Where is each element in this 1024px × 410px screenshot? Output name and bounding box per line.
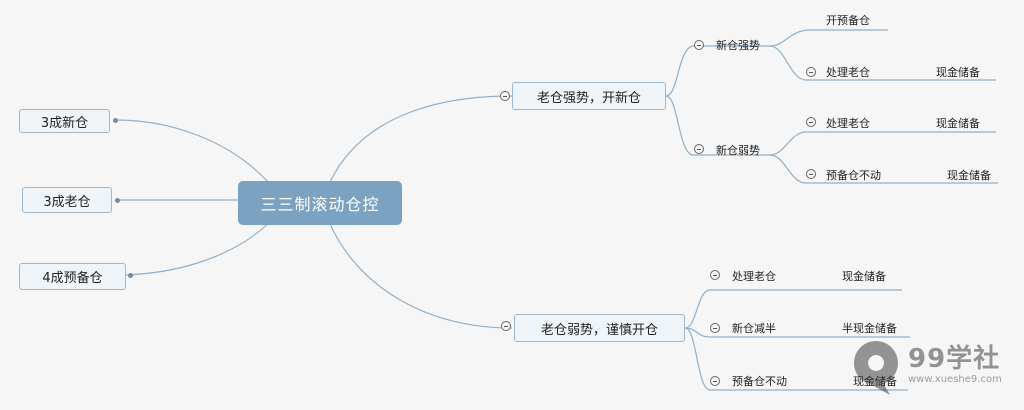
collapse-toggle-icon[interactable] <box>500 91 510 101</box>
collapse-toggle-icon[interactable] <box>806 67 816 77</box>
connector-newstrong-handle <box>769 45 996 81</box>
connector-root-new <box>115 119 271 185</box>
label-handle-old[interactable]: 处理老仓 <box>732 270 776 283</box>
collapse-toggle-icon[interactable] <box>501 321 511 331</box>
node-old-strong[interactable]: 老仓强势，开新仓 <box>512 82 666 110</box>
connector-weak-reserve <box>684 327 908 391</box>
connector-root-strong <box>329 95 513 183</box>
connector-dot <box>115 198 120 203</box>
label-handle-old[interactable]: 处理老仓 <box>826 117 870 130</box>
label-reserve-hold[interactable]: 预备仓不动 <box>826 169 881 182</box>
label-reserve-hold[interactable]: 预备仓不动 <box>732 375 787 388</box>
logo-icon <box>853 341 898 395</box>
node-old-weak[interactable]: 老仓弱势，谨慎开仓 <box>514 314 685 342</box>
label-cash-reserve[interactable]: 现金储备 <box>936 117 980 130</box>
node-reserve-position[interactable]: 4成预备仓 <box>19 263 126 290</box>
collapse-toggle-icon[interactable] <box>806 117 816 127</box>
connector-root-reserve <box>115 221 271 276</box>
connector-dot <box>113 118 118 123</box>
collapse-toggle-icon[interactable] <box>710 323 720 333</box>
watermark-brand: 99学社 <box>908 344 1001 374</box>
root-node[interactable]: 三三制滚动仓控 <box>238 181 402 225</box>
label-half-cash[interactable]: 半现金储备 <box>842 322 897 335</box>
connector-weak-handle <box>684 289 902 329</box>
connector-strong-newweak <box>665 95 770 156</box>
collapse-toggle-icon[interactable] <box>694 40 704 50</box>
watermark-url: www.xueshe9.com <box>908 374 1002 385</box>
collapse-toggle-icon[interactable] <box>806 169 816 179</box>
label-handle-old[interactable]: 处理老仓 <box>826 66 870 79</box>
label-open-reserve[interactable]: 开预备仓 <box>826 14 870 27</box>
node-old-position[interactable]: 3成老仓 <box>22 187 112 213</box>
label-cash-reserve[interactable]: 现金储备 <box>947 169 991 182</box>
collapse-toggle-icon[interactable] <box>694 144 704 154</box>
label-new-halve[interactable]: 新仓减半 <box>732 322 776 335</box>
label-cash-reserve[interactable]: 现金储备 <box>842 270 886 283</box>
node-new-position[interactable]: 3成新仓 <box>19 109 110 133</box>
label-new-strong[interactable]: 新仓强势 <box>716 39 760 52</box>
connector-newstrong-open <box>769 29 888 47</box>
label-new-weak[interactable]: 新仓弱势 <box>716 144 760 157</box>
watermark: 99学社 www.xueshe9.com <box>850 333 1020 403</box>
connector-newweak-reserve <box>769 154 998 184</box>
connector-root-weak <box>329 223 513 329</box>
connector-strong-newstrong <box>665 45 770 97</box>
collapse-toggle-icon[interactable] <box>710 376 720 386</box>
connector-newweak-handle <box>769 131 996 156</box>
collapse-toggle-icon[interactable] <box>710 270 720 280</box>
label-cash-reserve[interactable]: 现金储备 <box>936 66 980 79</box>
connector-weak-halve <box>684 327 910 338</box>
connector-dot <box>128 273 133 278</box>
